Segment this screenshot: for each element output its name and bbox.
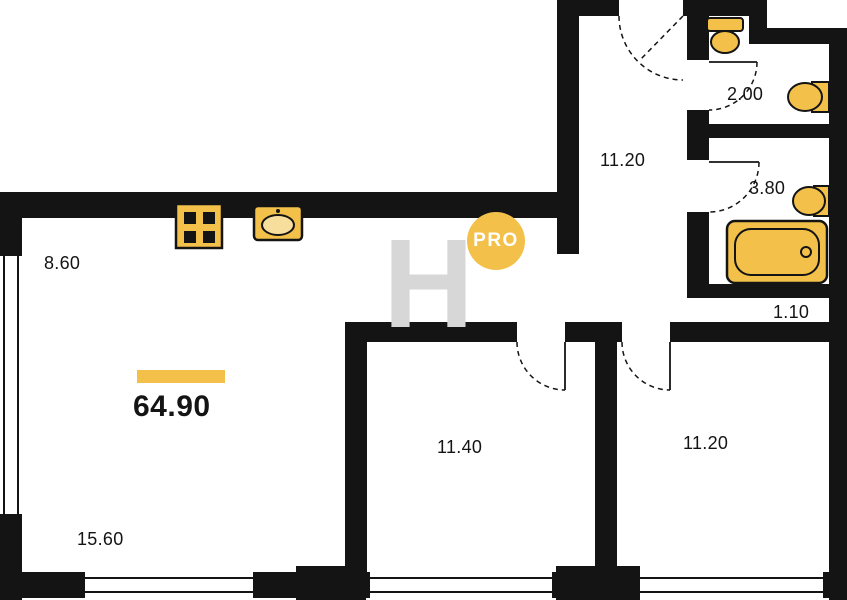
pro-badge: PRO — [467, 212, 525, 270]
bathroom-door-arc — [708, 161, 760, 213]
window-left — [0, 256, 22, 514]
door-swings — [516, 15, 760, 391]
wc-door-arc — [708, 61, 758, 111]
watermark-logo: H — [383, 213, 474, 354]
room-area-bedroom-1: 11.40 — [437, 437, 483, 457]
bedroom2-door-arc — [621, 341, 671, 391]
entrance-door-arc — [618, 15, 684, 81]
room-area-bathroom: 3.80 — [749, 178, 786, 198]
bathtub-icon — [725, 219, 829, 285]
window-bottom-3 — [640, 572, 823, 598]
window-bottom-1 — [85, 572, 253, 598]
room-area-living-top: 8.60 — [44, 253, 81, 273]
wc-sink-icon — [787, 81, 830, 113]
total-area-value: 64.90 — [133, 390, 211, 423]
room-area-wc: 2.00 — [727, 84, 764, 104]
total-area-accent-bar — [137, 370, 225, 383]
room-area-corridor: 1.10 — [773, 302, 810, 322]
stove-icon — [174, 202, 224, 250]
pro-badge-label: PRO — [473, 230, 519, 251]
entrance-door-leaf — [639, 15, 684, 61]
window-bottom-2 — [370, 572, 552, 598]
room-area-bedroom-2: 11.20 — [683, 433, 729, 453]
toilet-icon — [706, 17, 744, 54]
room-area-hallway: 11.20 — [600, 150, 646, 170]
bedroom1-door-arc — [516, 341, 566, 391]
room-area-living-bottom: 15.60 — [77, 529, 124, 549]
kitchen-sink-icon — [252, 204, 304, 242]
bath-sink-icon — [792, 185, 830, 217]
